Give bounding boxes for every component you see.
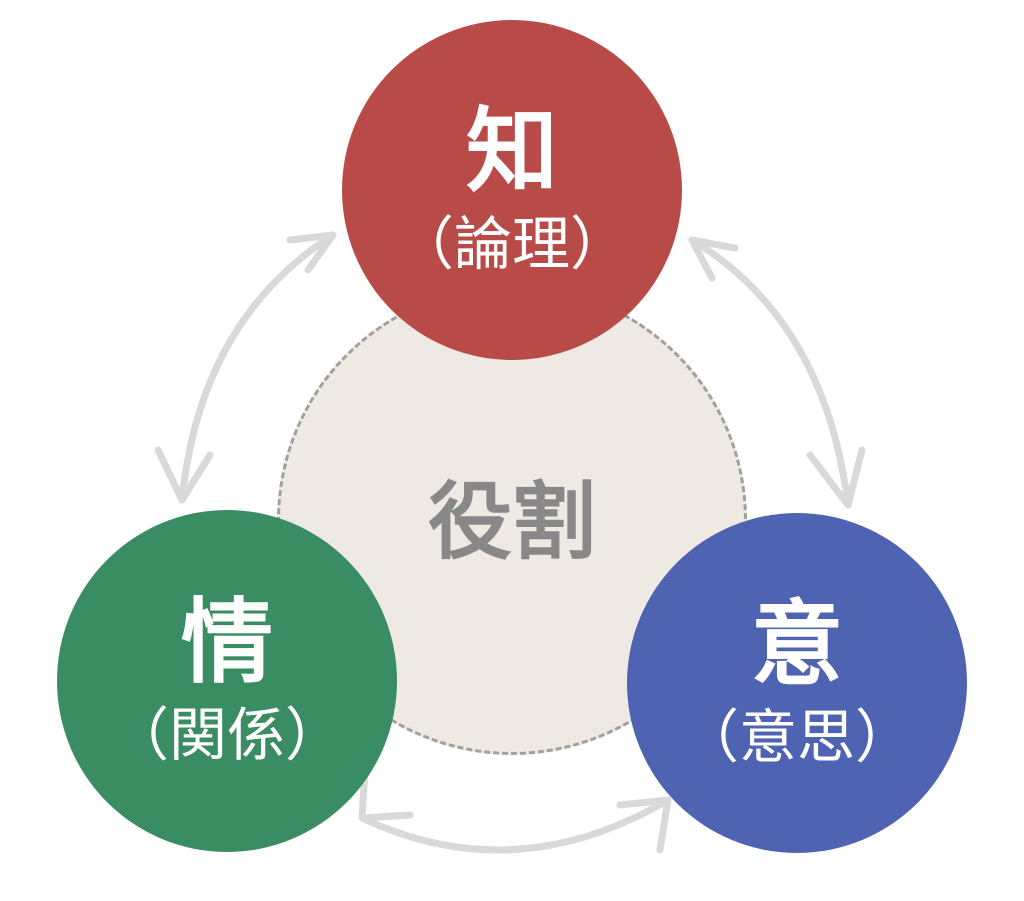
center-label: 役割 [427, 472, 596, 571]
node-main-label: 知 [465, 97, 558, 205]
node-sub-label: （論理） [395, 209, 628, 278]
arrowhead-right-bottom [806, 446, 866, 509]
arrow-bottom [358, 796, 672, 854]
arrowhead-left-bottom [154, 446, 214, 504]
node-sub-label: （意思） [680, 702, 913, 771]
arrow-right [688, 236, 852, 509]
node-main-label: 情 [180, 588, 273, 696]
arrowhead-left-top [286, 231, 337, 274]
arrowhead-right-top [688, 236, 739, 282]
arrowhead-bottom-right [616, 796, 672, 854]
node-knowledge: 知 （論理） [342, 20, 682, 360]
arrowhead-bottom-left [358, 766, 414, 822]
node-will: 意 （意思） [627, 513, 967, 853]
node-main-label: 意 [750, 590, 843, 698]
arrow-left [178, 231, 337, 504]
node-sub-label: （関係） [110, 700, 343, 769]
node-emotion: 情 （関係） [57, 510, 397, 852]
